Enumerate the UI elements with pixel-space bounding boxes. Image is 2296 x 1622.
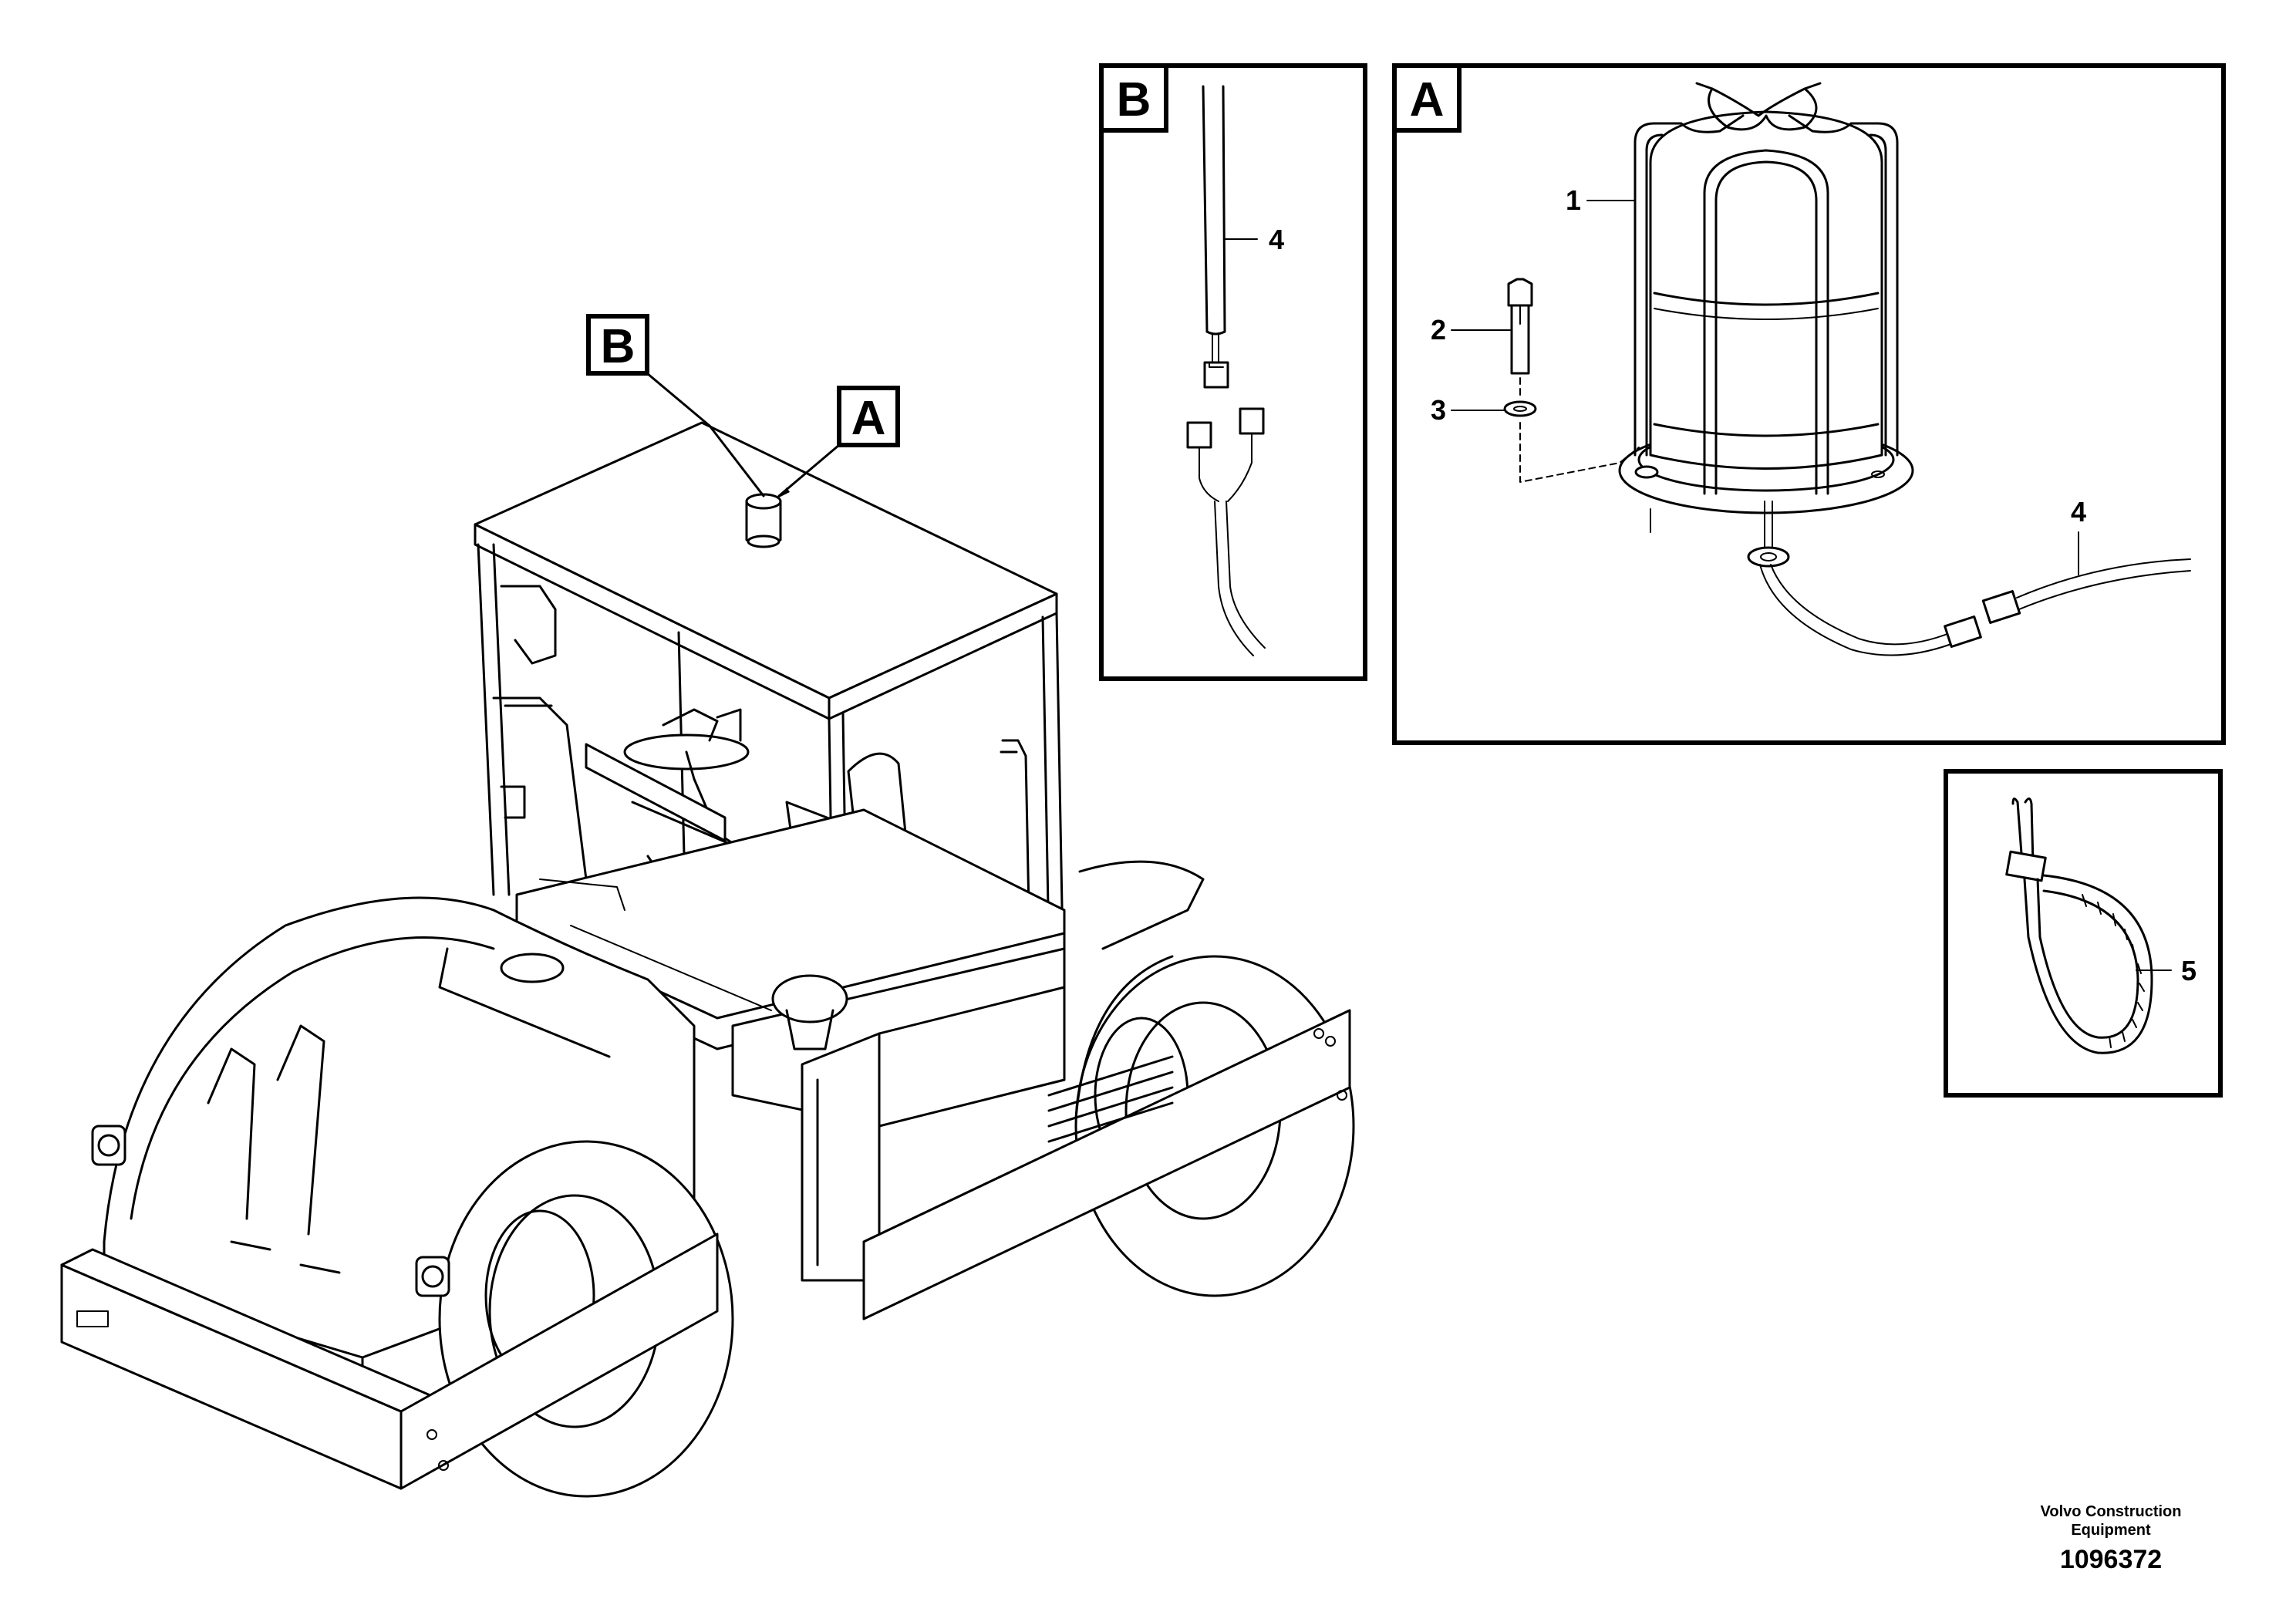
document-number: 1096372 [2059, 1545, 2163, 1574]
svg-text:A: A [851, 392, 886, 445]
bolt-part [1507, 278, 1533, 375]
beacon-on-roof [745, 493, 782, 548]
svg-text:B: B [601, 320, 636, 373]
brand-line-1: Volvo Construction [2040, 1503, 2182, 1520]
svg-text:A: A [1410, 73, 1445, 126]
svg-text:2: 2 [1431, 314, 1446, 346]
cable-tie-part [2005, 798, 2153, 1054]
svg-text:4: 4 [1269, 224, 1284, 255]
svg-text:1: 1 [1566, 184, 1581, 216]
roller-machine-illustration [60, 421, 1355, 1498]
svg-text:4: 4 [2071, 496, 2086, 528]
svg-text:3: 3 [1431, 394, 1446, 426]
machine-callout-a: A [777, 386, 900, 498]
brand-line-2: Equipment [2071, 1522, 2151, 1539]
beacon-assembly [1618, 82, 2191, 656]
detail-view-b: B 4 [1099, 63, 1367, 681]
svg-text:B: B [1117, 73, 1151, 126]
svg-text:5: 5 [2181, 955, 2197, 986]
machine-callout-b: B [586, 314, 765, 497]
detail-view-a: A [1392, 63, 2226, 745]
washer-part [1503, 400, 1537, 417]
footer-brand-block: Volvo Construction Equipment 1096372 [1995, 1502, 2227, 1576]
detail-view-cable-tie: 5 [1944, 769, 2223, 1098]
